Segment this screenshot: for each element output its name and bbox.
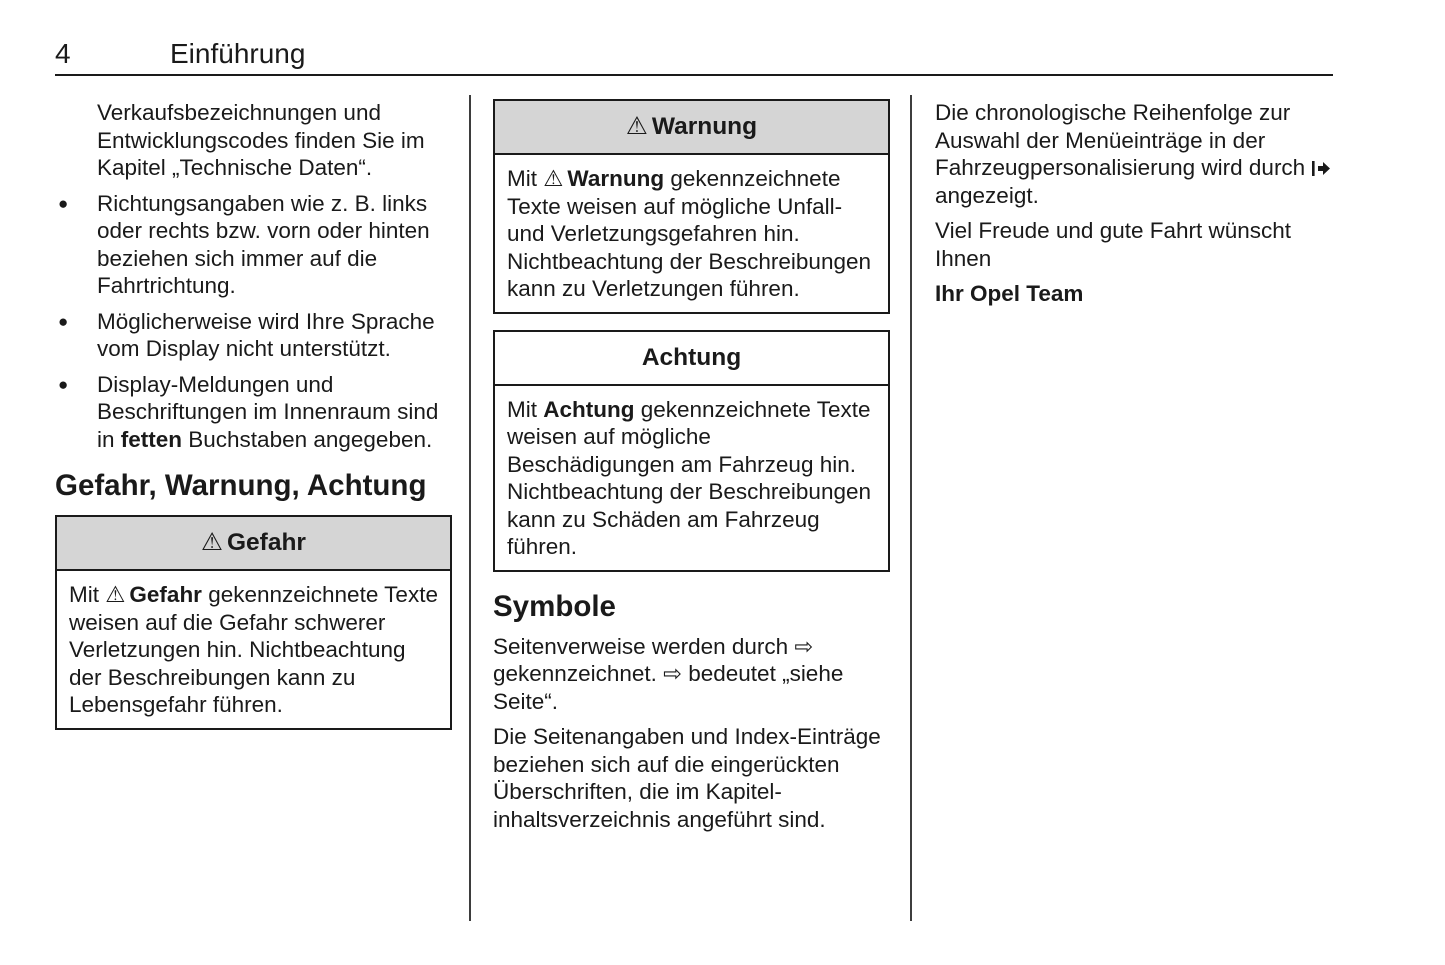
warning-box-body: Mit ⚠Warnung gekennzeichnete Texte weise… bbox=[495, 155, 888, 312]
bullet-icon: ● bbox=[58, 193, 69, 213]
column-2: ⚠Warnung Mit ⚠Warnung gekennzeichnete Te… bbox=[493, 99, 890, 841]
bullet-icon: ● bbox=[58, 374, 69, 394]
danger-box-header: ⚠Gefahr bbox=[57, 517, 450, 571]
caution-box-text: Mit Achtung gekennzeichnete Texte weisen… bbox=[507, 396, 871, 560]
caution-box-header: Achtung bbox=[495, 331, 888, 386]
list-item: ● Möglicherweise wird Ihre Spra­che vom … bbox=[55, 308, 452, 363]
section-heading-symbole: Symbole bbox=[493, 589, 616, 623]
danger-box-body: Mit ⚠Gefahr gekennzeichnete Texte weisen… bbox=[57, 571, 450, 728]
bullet-list: ● Richtungsangaben wie z. B. links oder … bbox=[55, 190, 452, 454]
warning-triangle-icon: ⚠ bbox=[201, 529, 223, 556]
list-item-bold-text: fetten bbox=[120, 426, 183, 452]
warning-box: ⚠Warnung Mit ⚠Warnung gekennzeichnete Te… bbox=[493, 99, 890, 314]
symbole-paragraph-2: Die Seitenangaben und Index-Einträge bez… bbox=[493, 724, 881, 832]
list-item: ● Richtungsangaben wie z. B. links oder … bbox=[55, 190, 452, 300]
list-item-text: Richtungsangaben wie z. B. links oder re… bbox=[97, 190, 430, 299]
warning-box-title: Warnung bbox=[651, 113, 758, 140]
column-3: Die chronologische Reihenfolge zur Auswa… bbox=[935, 99, 1349, 316]
warning-triangle-icon: ⚠ bbox=[625, 113, 648, 140]
chapter-title: Einführung bbox=[170, 38, 306, 69]
list-item-text: Buchstaben ange­geben. bbox=[182, 426, 433, 452]
farewell-paragraph: Viel Freude und gute Fahrt wünscht Ihnen bbox=[935, 218, 1292, 271]
list-item: ● Display-Meldungen und Beschriftungen i… bbox=[55, 371, 452, 454]
page-number: 4 bbox=[55, 38, 71, 69]
list-item-text: Möglicherweise wird Ihre Spra­che vom Di… bbox=[97, 308, 435, 362]
intro-paragraph: Verkaufsbezeichnungen und Entwicklungsco… bbox=[97, 100, 425, 180]
warning-box-text: Mit ⚠Warnung gekennzeichnete Texte weise… bbox=[507, 166, 871, 301]
list-item-text: Display-Meldungen und Beschriftungen im … bbox=[97, 371, 439, 452]
symbole-paragraph-1: Seitenverweise werden durch ⇨ gekennzeic… bbox=[493, 633, 844, 714]
danger-box-title: Gefahr bbox=[227, 529, 306, 556]
caution-box-body: Mit Achtung gekennzeichnete Texte weisen… bbox=[495, 386, 888, 570]
column-separator bbox=[910, 95, 912, 921]
warning-box-header: ⚠Warnung bbox=[495, 101, 888, 155]
header-rule bbox=[55, 74, 1333, 76]
page-reference-arrow-icon: ⇨ bbox=[794, 633, 814, 659]
warning-triangle-icon: ⚠ bbox=[105, 582, 126, 607]
danger-box: ⚠Gefahr Mit ⚠Gefahr gekennzeichnete Text… bbox=[55, 515, 452, 730]
menu-sequence-arrow-icon bbox=[1312, 161, 1331, 176]
caution-box: Achtung Mit Achtung gekennzeichnete Text… bbox=[493, 329, 890, 572]
caution-box-title: Achtung bbox=[641, 343, 742, 371]
opel-team-signature: Ihr Opel Team bbox=[935, 281, 1084, 306]
section-heading-gefahr-warnung-achtung: Gefahr, Warnung, Achtung bbox=[55, 469, 427, 502]
bullet-icon: ● bbox=[58, 311, 69, 331]
page-reference-arrow-icon: ⇨ bbox=[663, 661, 682, 686]
danger-box-text: Mit ⚠Gefahr gekennzeichnete Texte weisen… bbox=[69, 582, 438, 717]
warning-triangle-icon: ⚠ bbox=[543, 166, 564, 191]
personalization-paragraph: Die chronologische Reihenfolge zur Auswa… bbox=[935, 99, 1349, 209]
column-1: Verkaufsbezeichnungen und Entwicklungsco… bbox=[55, 99, 452, 746]
column-separator bbox=[469, 95, 471, 921]
